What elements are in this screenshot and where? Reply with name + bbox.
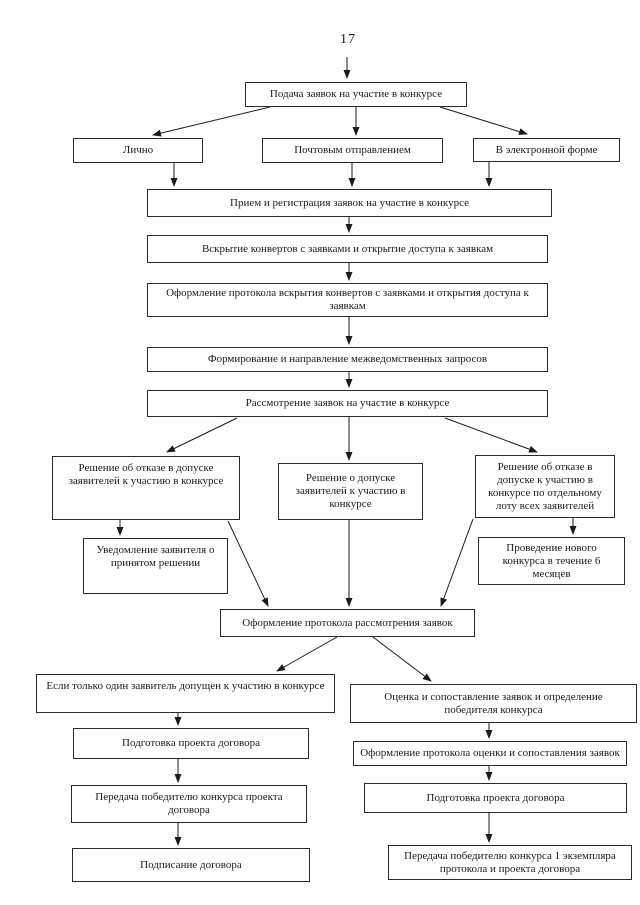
node-single-applicant: Если только один заявитель допущен к уча…: [36, 674, 335, 713]
arrow-submit-to-electronic: [439, 106, 528, 135]
node-opening-protocol: Оформление протокола вскрытия конвертов …: [147, 283, 548, 317]
node-transfer-protocol-right: Передача победителю конкурса 1 экземпляр…: [388, 845, 632, 880]
arrow-refusal-all-to-cons-protocol: [227, 520, 269, 607]
arrow-consideration-to-refusal-lot: [444, 417, 538, 453]
node-draft-contract-left: Подготовка проекта договора: [73, 728, 309, 759]
node-submit-applications: Подача заявок на участие в конкурсе: [245, 82, 467, 107]
arrow-cons-protocol-to-evaluation: [372, 636, 432, 682]
node-interagency-requests: Формирование и направление межведомствен…: [147, 347, 548, 372]
node-draft-contract-right: Подготовка проекта договора: [364, 783, 627, 813]
node-electronic-form: В электронной форме: [473, 138, 620, 162]
node-admission-decision: Решение о допуске заявителей к участию в…: [278, 463, 423, 520]
arrow-consideration-to-refusal-all: [166, 417, 238, 453]
node-transfer-draft-left: Передача победителю конкурса проекта дог…: [71, 785, 307, 823]
node-envelope-opening: Вскрытие конвертов с заявками и открытие…: [147, 235, 548, 263]
node-refusal-by-lot: Решение об отказе в допуске к участию в …: [475, 455, 615, 518]
arrow-refusal-lot-to-cons-protocol: [440, 518, 474, 607]
node-consideration-protocol: Оформление протокола рассмотрения заявок: [220, 609, 475, 637]
node-consideration: Рассмотрение заявок на участие в конкурс…: [147, 390, 548, 417]
arrow-cons-protocol-to-single: [276, 636, 338, 672]
node-evaluation-protocol: Оформление протокола оценки и сопоставле…: [353, 741, 627, 766]
node-by-mail: Почтовым отправлением: [262, 138, 443, 163]
node-in-person: Лично: [73, 138, 203, 163]
node-evaluation-comparison: Оценка и сопоставление заявок и определе…: [350, 684, 637, 723]
arrow-submit-to-in-person: [152, 106, 271, 137]
node-reception-registration: Прием и регистрация заявок на участие в …: [147, 189, 552, 217]
page-number: 17: [340, 32, 356, 47]
node-new-tender: Проведение нового конкурса в течение 6 м…: [478, 537, 625, 585]
node-refusal-all-applicants: Решение об отказе в допуске заявителей к…: [52, 456, 240, 520]
node-notification: Уведомление заявителя о принятом решении: [83, 538, 228, 594]
node-contract-signing: Подписание договора: [72, 848, 310, 882]
